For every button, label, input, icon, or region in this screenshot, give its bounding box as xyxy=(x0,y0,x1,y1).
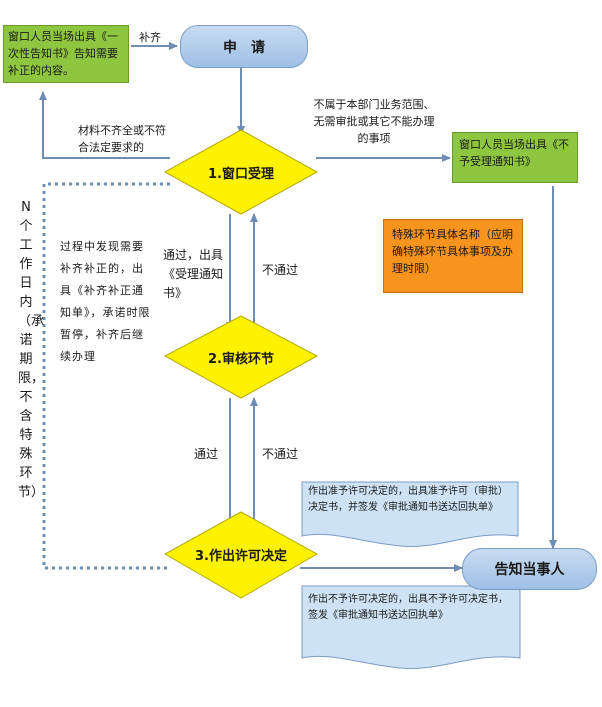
label-not-pass-2: 不通过 xyxy=(262,447,299,461)
node-decision-label: 3.作出许可决定 xyxy=(195,548,287,564)
label-not-pass-1: 不通过 xyxy=(262,263,299,277)
label-supplement: 补齐 xyxy=(139,31,161,44)
grant-note-text: 作出准予许可决定的，出具准予许可（审批）决定书，并签发《审批通知书送达回执单》 xyxy=(308,486,508,513)
deadline-bracket xyxy=(42,182,170,570)
supplement-notice-box: 窗口人员当场出具《一次性告知书》告知需要补正的内容。 xyxy=(3,25,129,83)
label-found-during: 过程中发现需要补齐补正的，出具《补齐补正通知单》，承诺时限暂停，补齐后继续办理 xyxy=(60,240,151,363)
label-pass-issue: 通过，出具《受理通知书》 xyxy=(163,248,224,300)
label-incomplete: 材料不齐全或不符合法定要求的 xyxy=(78,124,166,154)
node-window-accept-label: 1.窗口受理 xyxy=(208,166,274,182)
label-pass-2: 通过 xyxy=(194,447,219,461)
node-apply: 申 请 xyxy=(180,25,308,68)
grant-note-shape xyxy=(301,481,519,548)
reject-notice-box: 窗口人员当场出具《不予受理通知书》 xyxy=(452,132,578,183)
special-step-box: 特殊环节具体名称（应明确特殊环节具体事项及办理时限） xyxy=(383,219,523,293)
diamond-decision xyxy=(163,511,319,599)
diamond-window-accept xyxy=(163,129,319,215)
diamond-review xyxy=(163,315,319,399)
deny-note-text: 作出不予许可决定的，出具不予许可决定书，签发《审批通知书送达回执单》 xyxy=(308,594,508,621)
deny-note-shape xyxy=(301,585,521,670)
arrow-accept-to-supplement xyxy=(39,91,170,159)
node-notify: 告知当事人 xyxy=(462,548,597,590)
node-review-label: 2.审核环节 xyxy=(208,351,274,367)
label-out-of-scope: 不属于本部门业务范围、无需审批或其它不能办理的事项 xyxy=(313,98,435,145)
label-deadline-vertical: N个工作日内（承诺期限，不含特殊环节） xyxy=(18,200,45,500)
